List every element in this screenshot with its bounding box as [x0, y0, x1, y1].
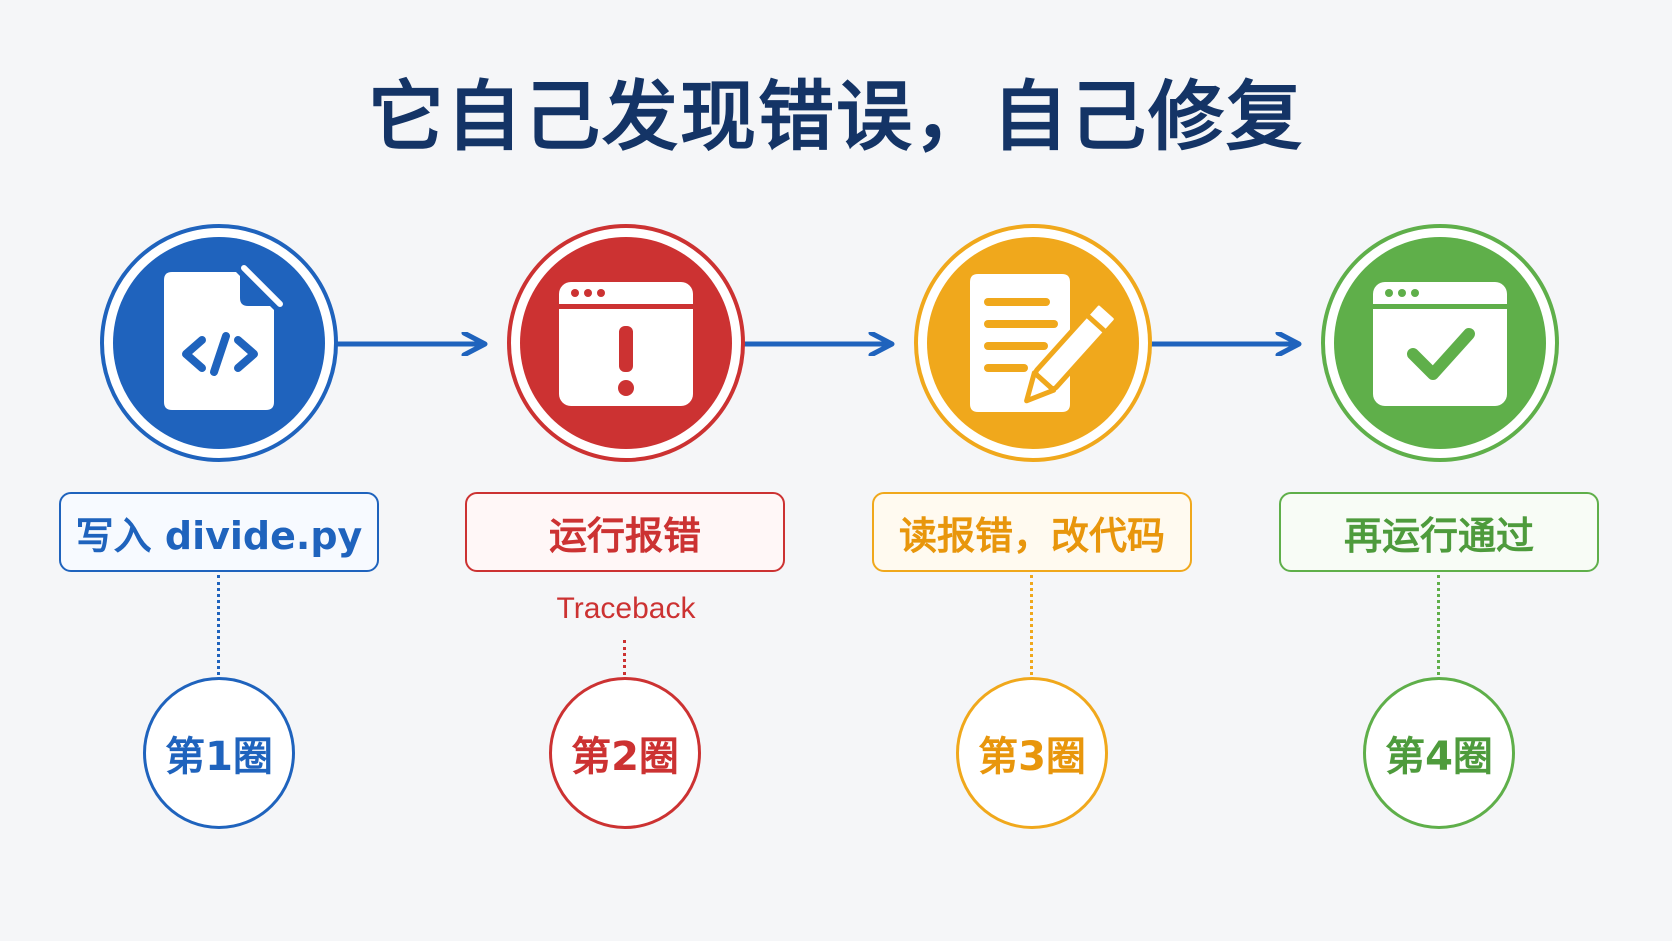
step-label-run-error: 运行报错 [465, 492, 785, 572]
traceback-note: Traceback [556, 592, 696, 625]
step-label-write: 写入 divide.py [59, 492, 379, 572]
dotted-connector-1 [217, 575, 220, 675]
step-label-read-fix: 读报错，改代码 [872, 492, 1192, 572]
error-window-icon [507, 224, 745, 462]
round-badge-4: 第4圈 [1363, 677, 1515, 829]
dotted-connector-4 [1437, 575, 1440, 675]
page-title: 它自己发现错误，自己修复 [368, 72, 1304, 161]
dotted-connector-2 [623, 640, 626, 675]
arrow-connector-2 [743, 332, 895, 356]
check-window-icon [1321, 224, 1559, 462]
code-file-icon [100, 224, 338, 462]
round-badge-2: 第2圈 [549, 677, 701, 829]
arrow-connector-3 [1150, 332, 1302, 356]
edit-document-icon [914, 224, 1152, 462]
arrow-connector-1 [336, 332, 488, 356]
step-label-rerun-pass: 再运行通过 [1279, 492, 1599, 572]
round-badge-1: 第1圈 [143, 677, 295, 829]
dotted-connector-3 [1030, 575, 1033, 675]
round-badge-3: 第3圈 [956, 677, 1108, 829]
